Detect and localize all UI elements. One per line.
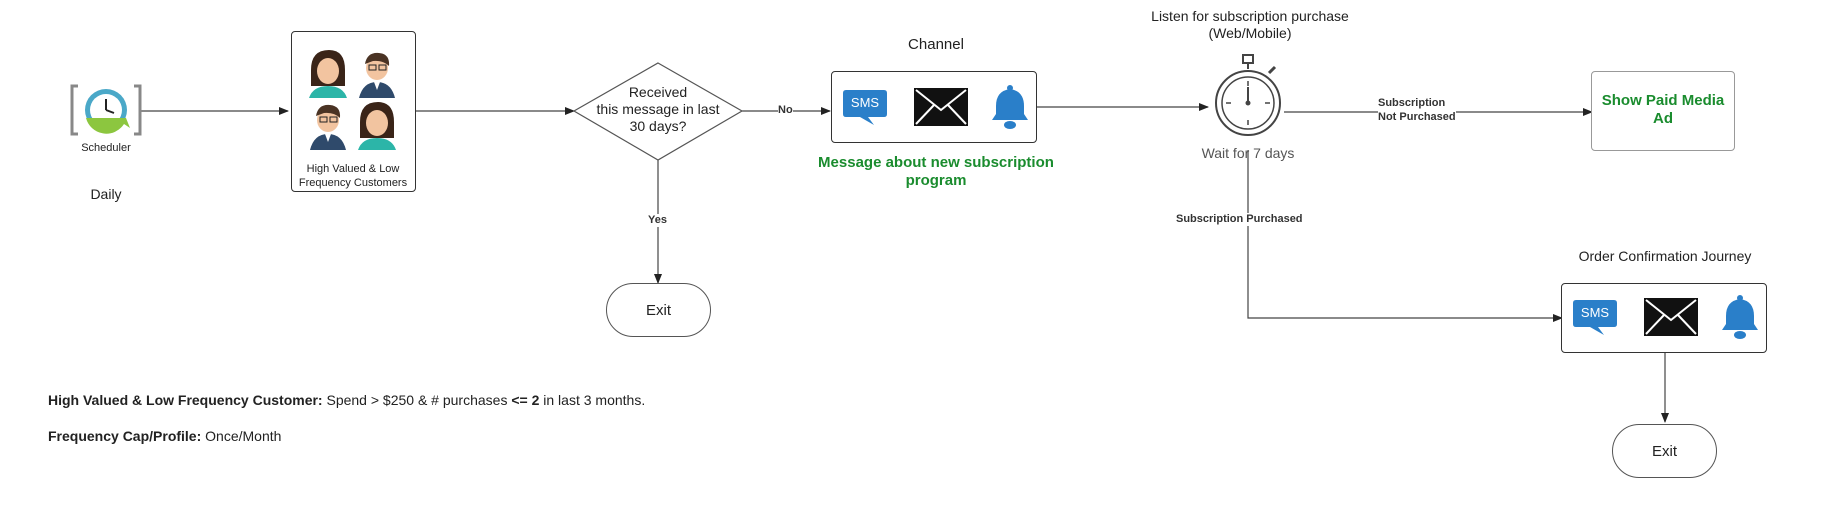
frequency-cap-label: Frequency Cap/Profile: (48, 428, 202, 444)
order-confirmation-title: Order Confirmation Journey (1578, 248, 1752, 264)
paid-ad-line1: Show Paid Media (1601, 92, 1725, 109)
channel-message-line2: program (905, 172, 967, 189)
decision-text-line3: 30 days? (629, 118, 687, 134)
decision-text-line1: Received (628, 84, 688, 100)
definition-note-text-1: Spend > $250 & # purchases (322, 392, 512, 408)
email-envelope-icon (914, 88, 968, 126)
order-confirmation-node: SMS (1561, 283, 1767, 353)
push-notification-bell-icon (992, 85, 1028, 129)
paid-ad-line2: Ad (1653, 110, 1673, 127)
definition-note: High Valued & Low Frequency Customer: Sp… (48, 392, 645, 408)
edge-label-no: No (778, 104, 793, 117)
definition-note-text-2: in last 3 months. (539, 392, 646, 408)
decision-diamond (572, 62, 744, 161)
frequency-cap-note: Frequency Cap/Profile: Once/Month (48, 428, 281, 444)
frequency-cap-text: Once/Month (201, 428, 282, 444)
order-push-notification-bell-icon (1722, 295, 1758, 339)
exit-node: Exit (606, 283, 711, 337)
edge-label-not-purchased-line2: Not Purchased (1378, 111, 1456, 124)
order-email-envelope-icon (1644, 298, 1698, 336)
scheduler-node (68, 82, 144, 144)
edge-label-purchased: Subscription Purchased (1176, 213, 1303, 226)
decision-text-line2: this message in last (596, 101, 720, 117)
edge-listener-order-confirmation (1247, 150, 1563, 322)
customers-avatar-icon (309, 50, 396, 150)
scheduler-label: Scheduler (81, 142, 131, 154)
sms-icon: SMS (842, 88, 888, 126)
edge-label-not-purchased-line1: Subscription (1378, 97, 1446, 110)
audience-node: High Valued & Low Frequency Customers (291, 31, 416, 192)
audience-label-line1: High Valued & Low (306, 163, 400, 175)
order-sms-icon: SMS (1572, 298, 1618, 336)
channel-node: SMS (831, 71, 1037, 143)
definition-note-label: High Valued & Low Frequency Customer: (48, 392, 323, 408)
stopwatch-icon (1215, 54, 1281, 136)
listener-title-line1: Listen for subscription purchase (1151, 8, 1349, 24)
sms-icon-text: SMS (850, 95, 880, 110)
definition-note-bold: <= 2 (511, 392, 540, 408)
audience-label-line2: Frequency Customers (298, 177, 408, 189)
listener-title-line2: (Web/Mobile) (1208, 25, 1292, 41)
listener-wait-label: Wait for 7 days (1201, 145, 1295, 161)
channel-message-line1: Message about new subscription (818, 154, 1054, 171)
order-sms-icon-text: SMS (1580, 305, 1610, 320)
paid-ad-node: Show Paid Media Ad (1591, 71, 1735, 151)
order-exit-node: Exit (1612, 424, 1717, 478)
edge-label-yes: Yes (648, 214, 667, 227)
scheduler-frequency: Daily (90, 186, 122, 202)
channel-title: Channel (908, 36, 964, 53)
scheduler-clock-icon (70, 84, 142, 136)
